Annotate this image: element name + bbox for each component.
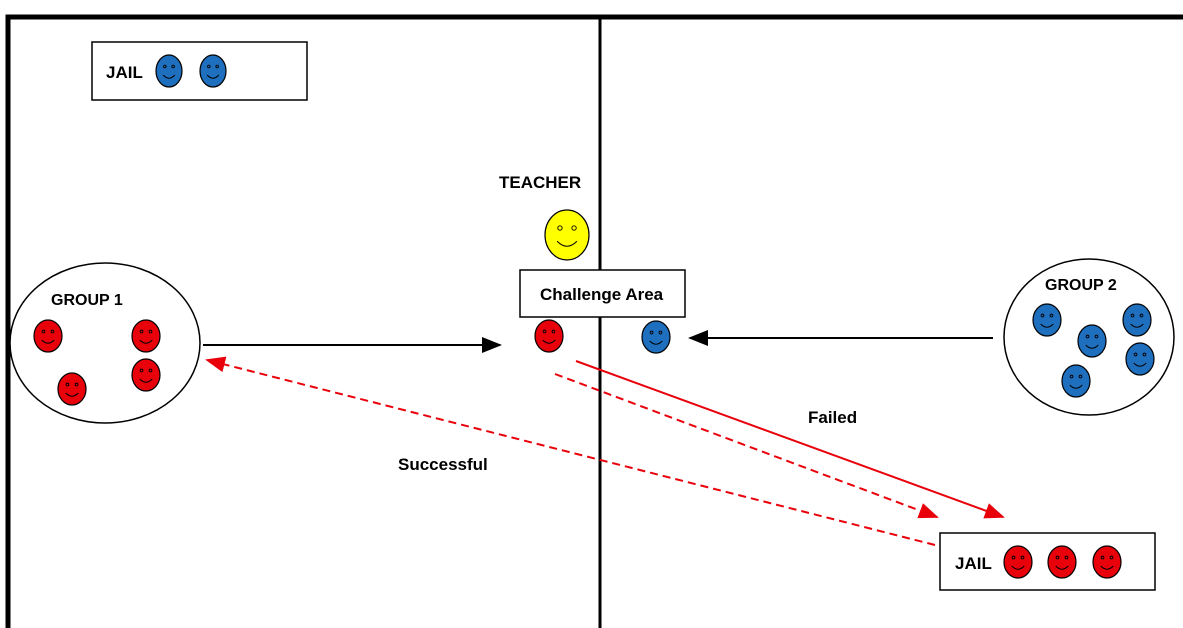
group2-token-3 bbox=[1077, 324, 1107, 358]
challenge-area-box bbox=[519, 269, 686, 318]
jail-top-tokens bbox=[155, 54, 227, 88]
challenger-red-smiley bbox=[534, 319, 564, 353]
successful-label: Successful bbox=[398, 455, 488, 474]
group1-token-2 bbox=[131, 319, 161, 353]
challenge-area-label: Challenge Area bbox=[540, 285, 664, 304]
jail-bottom-token-3 bbox=[1092, 545, 1122, 579]
to-jail-dashed-arrow bbox=[554, 373, 939, 519]
group2-label: GROUP 2 bbox=[1045, 277, 1117, 294]
jail-bottom-token-1 bbox=[1003, 545, 1033, 579]
jail-top-label: JAIL bbox=[106, 63, 143, 82]
group2-token-5 bbox=[1061, 364, 1091, 398]
jail-bottom-token-2 bbox=[1047, 545, 1077, 579]
group1-token-1 bbox=[33, 319, 63, 353]
group2-token-2 bbox=[1122, 303, 1152, 337]
group1-token-4 bbox=[57, 372, 87, 406]
challenger-red-token bbox=[534, 319, 564, 353]
field-boundary bbox=[5, 14, 1183, 628]
jail-bottom-label: JAIL bbox=[955, 554, 992, 573]
failed-label: Failed bbox=[808, 408, 857, 427]
jail-top-token-1 bbox=[155, 54, 183, 88]
group2-tokens bbox=[1032, 303, 1155, 398]
group2-token-1 bbox=[1032, 303, 1062, 337]
group1-tokens bbox=[33, 319, 161, 406]
teacher-smiley bbox=[544, 209, 590, 261]
jail-bottom-tokens bbox=[1003, 545, 1122, 579]
challenger-blue-token bbox=[641, 320, 671, 354]
group1-label: GROUP 1 bbox=[51, 292, 123, 309]
challenger-blue-smiley bbox=[641, 320, 671, 354]
teacher-label: TEACHER bbox=[499, 173, 581, 192]
teacher-token bbox=[544, 209, 590, 261]
group1-token-3 bbox=[131, 358, 161, 392]
group2-token-4 bbox=[1125, 342, 1155, 376]
successful-arrow bbox=[205, 356, 936, 546]
jail-top-token-2 bbox=[199, 54, 227, 88]
failed-arrow bbox=[575, 360, 1005, 519]
